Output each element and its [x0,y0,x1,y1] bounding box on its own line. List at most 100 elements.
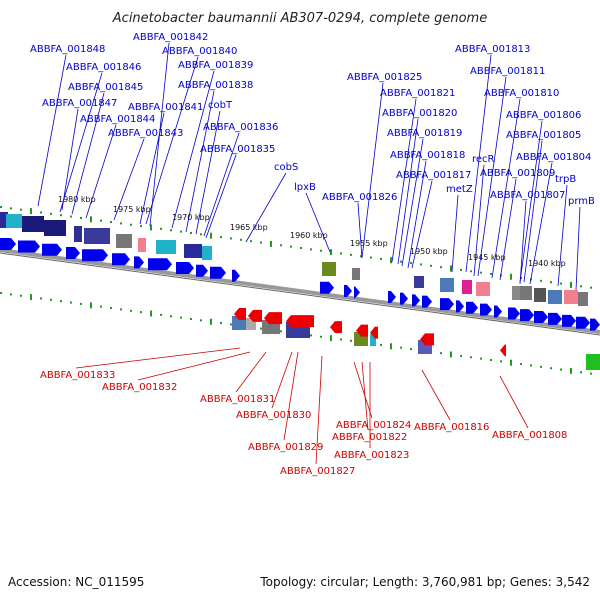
forward-gene-arrow [210,266,226,279]
gene-label-top: ABBFA_001844 [80,114,155,125]
ruler-dot [310,334,312,337]
forward-gene-arrow [576,316,590,329]
ruler-major-tick [330,335,332,342]
feature-box[interactable] [0,212,8,228]
forward-gene-arrow [176,262,194,275]
gene-label-top: ABBFA_001819 [387,128,462,139]
gene-label-top: ABBFA_001807 [490,190,565,201]
ruler-dot [470,356,472,359]
gene-label-bottom: ABBFA_001833 [40,370,115,381]
ruler-dot [400,260,402,263]
gene-label-top: metZ [446,184,473,195]
feature-box[interactable] [586,354,600,370]
feature-box[interactable] [548,290,562,304]
leader-line-top [85,124,117,219]
ruler-dot [490,272,492,275]
feature-box[interactable] [156,240,176,254]
gene-label-top: ABBFA_001843 [108,128,183,139]
ruler-dot [280,244,282,247]
leader-line-top [575,206,581,291]
reverse-strand-genes [234,307,506,357]
ruler-dot [220,322,222,325]
ruler-tick-labels: 1980 kbp 1975 kbp 1970 kbp 1965 kbp 1960… [58,195,566,268]
feature-box[interactable] [462,280,472,294]
forward-gene-arrow [66,247,80,260]
gene-label-bottom: ABBFA_001824 [336,420,411,431]
leader-line-bottom [353,361,373,419]
ruler-dot [500,360,502,363]
feature-box[interactable] [534,288,546,302]
gene-label-top: ABBFA_001825 [347,72,422,83]
ruler-dot [120,222,122,225]
ruler-dot [80,302,82,305]
gene-label-bottom: ABBFA_001827 [280,466,355,477]
feature-box[interactable] [564,290,578,304]
gene-label-top: ABBFA_001841 [128,102,203,113]
ruler-dot [120,308,122,311]
ruler-dot [370,256,372,259]
forward-gene-arrow [42,243,62,256]
forward-gene-arrow [534,310,548,323]
forward-gene-arrow [196,264,208,277]
gene-label-top: ABBFA_001805 [506,130,581,141]
forward-gene-arrow [112,253,130,266]
ruler-dot [310,248,312,251]
gene-label-top: recR [472,154,495,165]
leader-line-top [205,154,237,239]
leader-line-top [113,138,145,221]
feature-box[interactable] [74,226,82,242]
gene-label-top: cobS [274,162,298,173]
ruler-dot [440,266,442,269]
feature-box[interactable] [352,268,360,280]
gene-label-top: ABBFA_001811 [470,66,545,77]
forward-gene-arrow [18,240,40,253]
ruler-major-tick [30,208,32,215]
feature-box[interactable] [370,334,376,346]
tick-label: 1975 kbp [113,205,151,214]
ruler-dot [490,358,492,361]
forward-gene-arrow [508,307,520,320]
ruler-dot [20,208,22,211]
gene-label-bottom: ABBFA_001816 [414,422,489,433]
leader-line-bottom [361,361,369,431]
ruler-dot [180,230,182,233]
feature-box[interactable] [322,262,336,276]
feature-box[interactable] [202,246,212,260]
feature-box[interactable] [512,286,520,300]
gene-label-top: ABBFA_001840 [162,46,237,57]
leader-line-top [465,54,492,273]
gene-label-top: ABBFA_001820 [382,108,457,119]
forward-gene-arrow [548,312,562,325]
feature-box[interactable] [6,214,22,228]
feature-box[interactable] [578,292,588,306]
forward-strand-genes [0,238,600,331]
ruler-major-tick [510,359,512,366]
ruler-dot [590,286,592,289]
feature-box[interactable] [520,286,532,300]
feature-box[interactable] [414,276,424,288]
ruler-dot [560,282,562,285]
ruler-dot [460,354,462,357]
feature-box[interactable] [138,238,146,252]
feature-box[interactable] [440,278,454,292]
gene-label-top: ABBFA_001846 [66,62,141,73]
feature-box[interactable] [476,282,490,296]
feature-box[interactable] [44,220,66,236]
ruler-major-tick [210,232,212,239]
accession-text: Accession: NC_011595 [8,575,144,589]
leader-line-top [491,98,521,279]
feature-box[interactable] [84,228,110,244]
ruler-dot [240,238,242,241]
reverse-gene-arrow [500,344,506,357]
gene-label-top: ABBFA_001817 [396,170,471,181]
gene-label-top: ABBFA_001810 [484,88,559,99]
feature-box[interactable] [184,244,202,258]
ruler-dot [70,301,72,304]
reverse-gene-arrow [356,324,368,337]
leader-line-top [391,98,417,263]
feature-box[interactable] [246,318,256,330]
feature-box[interactable] [116,234,132,248]
forward-gene-arrow [466,301,478,314]
ruler-dot [460,268,462,271]
feature-box[interactable] [22,216,44,232]
